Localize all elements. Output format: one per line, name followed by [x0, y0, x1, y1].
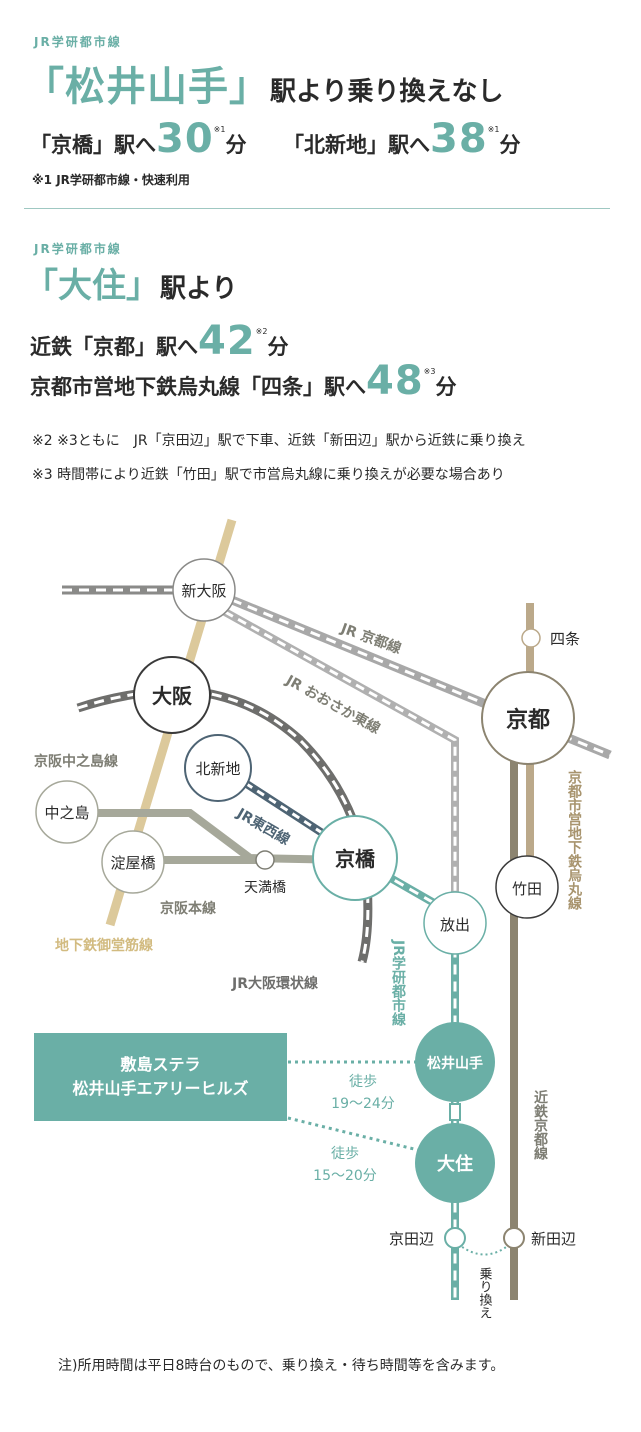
station-kitashinchi: 北新地	[184, 734, 252, 802]
section2-line-label: JR学研都市線	[34, 242, 122, 256]
station-matsuiyamate: 松井山手	[415, 1022, 495, 1102]
label-midosuji: 地下鉄御堂筋線	[55, 937, 153, 954]
label-jr-loop: JR大阪環状線	[231, 975, 318, 992]
dest2-name: 「北新地」駅へ	[283, 133, 430, 157]
svg-text:四条: 四条	[550, 630, 580, 648]
walk2-time: 15〜20分	[313, 1168, 377, 1184]
svg-text:京都: 京都	[506, 707, 550, 733]
svg-text:放出: 放出	[440, 916, 470, 934]
label-keihan-nakanoshima: 京阪中之島線	[34, 753, 118, 770]
station-yodoyabashi: 淀屋橋	[101, 830, 165, 894]
station-shin-osaka: 新大阪	[172, 558, 236, 622]
dest1-unit: 分	[225, 133, 247, 157]
svg-text:京橋: 京橋	[335, 847, 376, 871]
section2-headline-text: 駅より	[160, 274, 238, 304]
svg-text:淀屋橋: 淀屋橋	[110, 854, 155, 872]
section2-dest2: 京都市営地下鉄烏丸線「四条」駅へ48※3分	[30, 358, 456, 404]
label-jr-osaka-higashi: JR おおさか東線	[282, 671, 383, 737]
dest1-minutes: 30	[156, 116, 214, 162]
section1-headline-text: 駅より乗り換えなし	[270, 77, 504, 107]
label-jr-gakken: JR学研都市線	[390, 939, 407, 1027]
station-shijo: 四条	[521, 628, 580, 648]
dest4-name: 京都市営地下鉄烏丸線「四条」駅へ	[30, 375, 366, 399]
svg-text:大住: 大住	[437, 1153, 473, 1175]
dest3-name: 近鉄「京都」駅へ	[30, 335, 198, 359]
walk1-label: 徒歩	[349, 1074, 377, 1090]
station-kyotanabe: 京田辺	[389, 1227, 466, 1249]
dest2-unit: 分	[499, 133, 521, 157]
svg-text:新大阪: 新大阪	[181, 582, 226, 600]
dest4-mark: ※3	[423, 367, 436, 376]
station-tenmabashi: 天満橋	[244, 850, 286, 896]
dest1-mark: ※1	[213, 125, 226, 134]
dest1-name: 「京橋」駅へ	[30, 133, 156, 157]
dest3-unit: 分	[267, 335, 289, 359]
station-osaka: 大阪	[133, 656, 211, 734]
svg-text:竹田: 竹田	[512, 880, 542, 898]
svg-text:中之島: 中之島	[44, 804, 89, 822]
station-kyoto: 京都	[481, 671, 575, 765]
label-karasuma: 京都市営地下鉄烏丸線	[566, 769, 583, 911]
walk1-time: 19〜24分	[331, 1096, 395, 1112]
svg-text:松井山手: 松井山手	[427, 1055, 483, 1072]
section1-line-label: JR学研都市線	[34, 35, 122, 49]
section2-dest1: 近鉄「京都」駅へ42※2分	[30, 318, 288, 364]
section2-station: 「大住」	[24, 266, 160, 306]
station-kyobashi: 京橋	[312, 815, 398, 901]
label-kintetsu-kyoto: 近鉄京都線	[532, 1089, 549, 1161]
property-name-line2: 松井山手エアリーヒルズ	[72, 1079, 249, 1098]
svg-text:新田辺: 新田辺	[531, 1230, 576, 1248]
section-divider	[24, 208, 610, 209]
section1-station: 「松井山手」	[24, 64, 270, 110]
svg-text:京田辺: 京田辺	[389, 1230, 434, 1248]
dest2-minutes: 38	[430, 116, 488, 162]
dest3-minutes: 42	[198, 318, 256, 364]
svg-text:大阪: 大阪	[152, 684, 193, 708]
station-takeda: 竹田	[495, 855, 559, 919]
station-shintanabe: 新田辺	[503, 1227, 576, 1249]
label-keihan-main: 京阪本線	[160, 900, 216, 917]
footer-note: 注)所用時間は平日8時台のもので、乗り換え・待ち時間等を含みます。	[58, 1358, 505, 1374]
svg-text:北新地: 北新地	[195, 760, 240, 778]
station-nakanoshima: 中之島	[35, 780, 99, 844]
section2-note1: ※2 ※3ともに JR「京田辺」駅で下車、近鉄「新田辺」駅から近鉄に乗り換え	[32, 433, 526, 449]
section1-dest1: 「京橋」駅へ30※1分	[30, 116, 246, 162]
section1-headline: 「松井山手」駅より乗り換えなし	[24, 54, 503, 112]
section1-dest2: 「北新地」駅へ38※1分	[283, 116, 520, 162]
keihan-nakanoshima-line	[70, 809, 351, 864]
section2-headline: 「大住」駅より	[24, 258, 237, 307]
dest2-mark: ※1	[487, 125, 500, 134]
dest4-unit: 分	[435, 375, 457, 399]
property-name-line1: 敷島ステラ	[120, 1055, 201, 1074]
svg-text:天満橋: 天満橋	[244, 880, 286, 896]
station-osumi: 大住	[415, 1123, 495, 1203]
transfer-curve	[457, 1243, 511, 1256]
property-box: 敷島ステラ 松井山手エアリーヒルズ	[34, 1033, 287, 1121]
walk-line-2	[287, 1116, 419, 1152]
walk2-label: 徒歩	[331, 1146, 359, 1162]
dest4-minutes: 48	[366, 358, 424, 404]
jr-loop-line	[76, 685, 373, 964]
station-hanaten: 放出	[423, 891, 487, 955]
section1-note: ※1 JR学研都市線・快速利用	[32, 173, 190, 187]
transfer-label: 乗り換え	[477, 1267, 493, 1319]
section2-note2: ※3 時間帯により近鉄「竹田」駅で市営烏丸線に乗り換えが必要な場合あり	[32, 467, 505, 483]
dest3-mark: ※2	[255, 327, 268, 336]
